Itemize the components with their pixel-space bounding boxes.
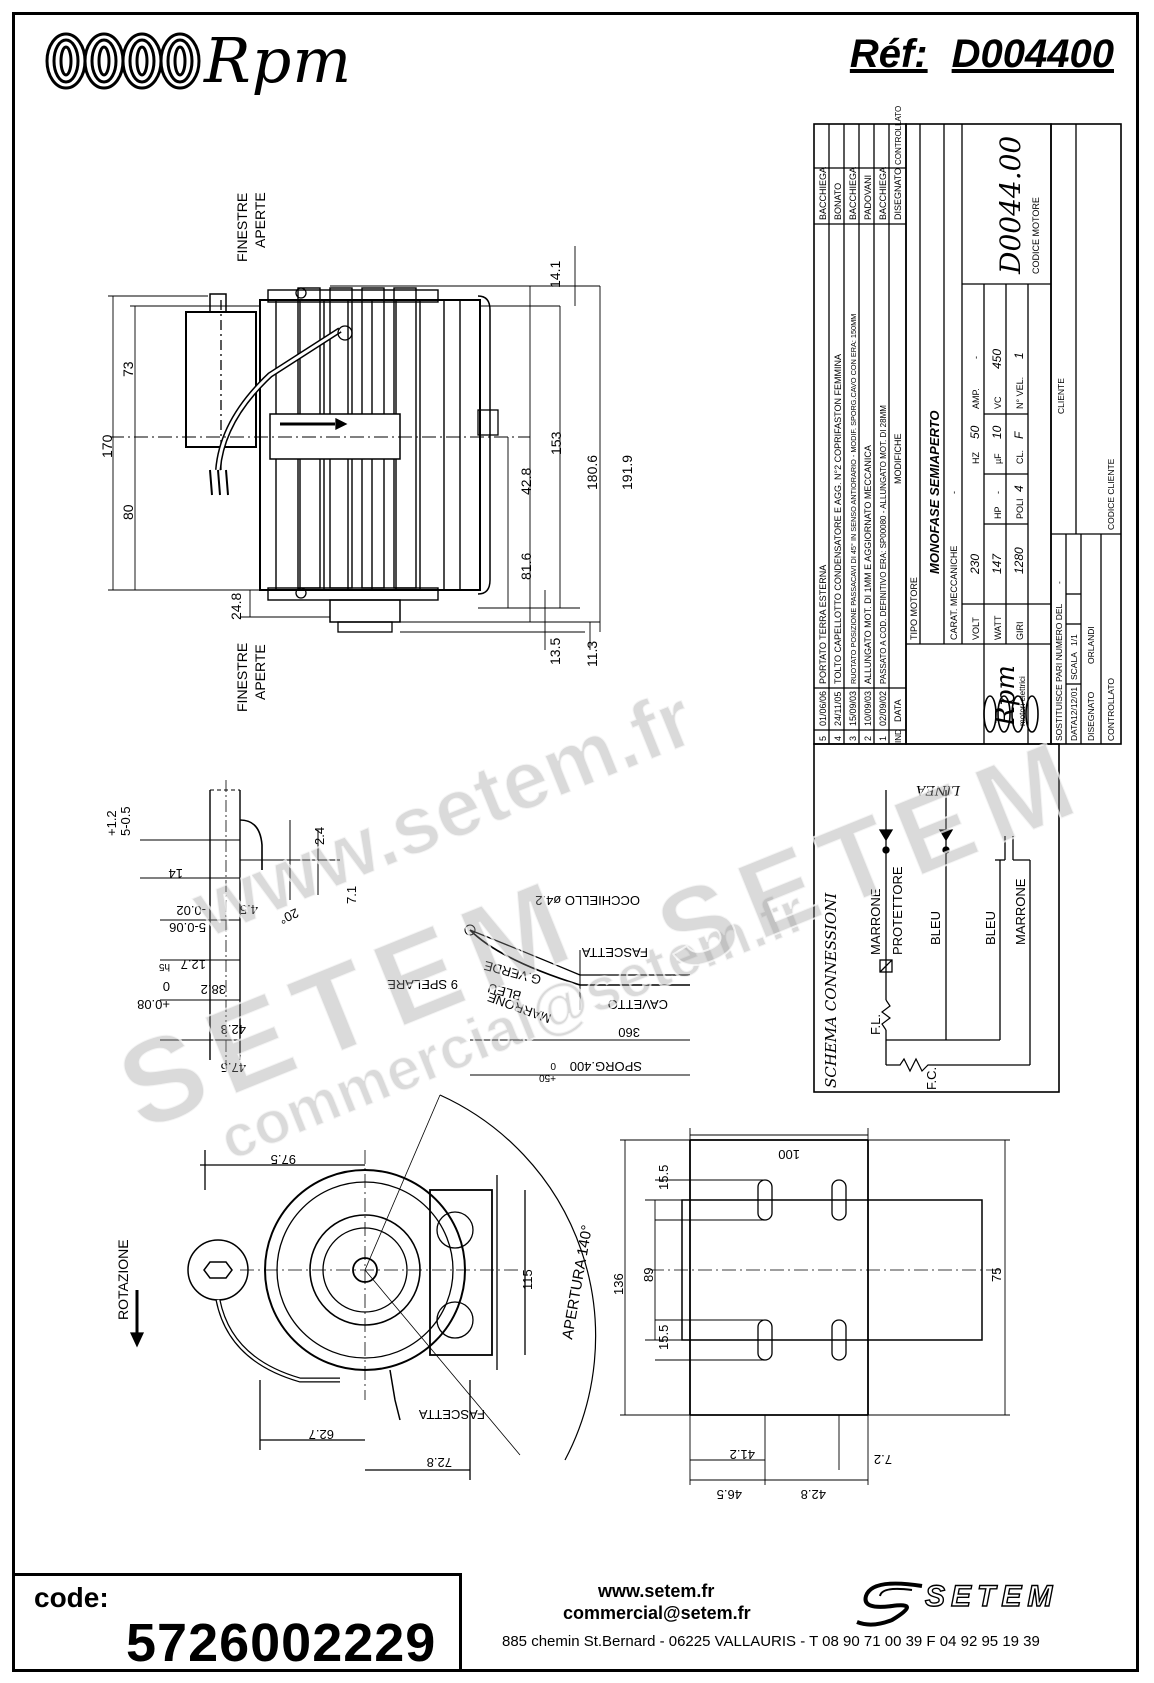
setem-swoosh-icon xyxy=(856,1581,923,1627)
header: Rpm Réf: D004400 xyxy=(44,24,1114,100)
footer-website[interactable]: www.setem.fr xyxy=(598,1581,715,1601)
brand-name: Rpm xyxy=(204,24,353,97)
setem-logo-text: SETEM xyxy=(924,1579,1059,1613)
footer-address: 885 chemin St.Bernard - 06225 VALLAURIS … xyxy=(502,1633,1040,1650)
reference-value: D004400 xyxy=(951,32,1114,76)
code-label: code: xyxy=(34,1582,109,1613)
reference-label: Réf: xyxy=(849,32,928,76)
reference: Réf: D004400 xyxy=(850,32,1114,77)
footer-email[interactable]: commercial@setem.fr xyxy=(563,1603,751,1623)
drawing-frame xyxy=(12,12,1139,1672)
code-box: code: 5726002229 xyxy=(14,1573,462,1673)
rpm-coil-logo-icon xyxy=(45,32,201,90)
code-value: 5726002229 xyxy=(126,1613,437,1673)
